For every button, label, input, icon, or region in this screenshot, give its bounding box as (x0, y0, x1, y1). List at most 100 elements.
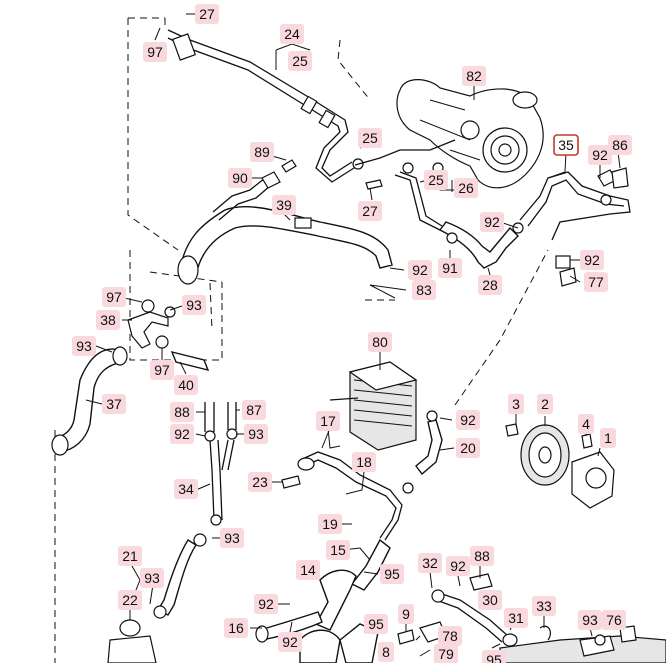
callout-35: 35 (553, 134, 579, 156)
callout-number: 93 (186, 297, 202, 313)
callout-24: 24 (280, 24, 304, 44)
callout-number: 92 (174, 426, 190, 442)
callout-76: 76 (602, 610, 626, 630)
callout-badge (118, 590, 142, 610)
callout-93: 93 (220, 528, 244, 548)
callout-number: 80 (372, 334, 388, 350)
callout-badge (150, 360, 174, 380)
hose-15 (350, 538, 391, 591)
callout-badge (102, 394, 126, 414)
callout-badge (478, 275, 502, 295)
callout-badge (584, 272, 608, 292)
callout-number: 92 (592, 147, 608, 163)
callout-number: 23 (252, 474, 268, 490)
callout-badge (412, 280, 436, 300)
callout-badge (254, 594, 278, 614)
callout-badge (272, 195, 296, 215)
callout-37: 37 (102, 394, 126, 414)
callout-number: 15 (330, 542, 346, 558)
callout-92: 92 (254, 594, 278, 614)
callout-badge (578, 414, 594, 434)
connector-38 (127, 299, 176, 349)
callout-badge (72, 336, 96, 356)
callout-number: 16 (228, 620, 244, 636)
callout-badge (220, 528, 244, 548)
callout-number: 25 (362, 130, 378, 146)
callout-number: 8 (382, 644, 390, 660)
callout-badge (316, 411, 340, 431)
callout-3: 3 (508, 394, 524, 414)
callout-78: 78 (438, 626, 462, 646)
callout-88: 88 (470, 546, 494, 566)
callout-badge (480, 212, 504, 232)
callout-1: 1 (600, 428, 616, 448)
callout-number: 87 (246, 402, 262, 418)
callout-27: 27 (358, 201, 382, 221)
callout-badge (118, 546, 142, 566)
callout-number: 89 (254, 144, 270, 160)
callout-badge (434, 644, 458, 663)
callout-91: 91 (438, 258, 462, 278)
callout-badge (358, 128, 382, 148)
callout-number: 90 (232, 170, 248, 186)
callout-number: 92 (450, 558, 466, 574)
callout-number: 95 (486, 652, 502, 663)
callout-31: 31 (504, 608, 528, 628)
hose-40 (170, 350, 210, 372)
callout-number: 93 (144, 570, 160, 586)
callout-badge (358, 201, 382, 221)
callout-95: 95 (380, 564, 404, 584)
callout-badge (195, 4, 219, 24)
callout-number: 26 (458, 180, 474, 196)
callout-number: 40 (178, 377, 194, 393)
callout-17: 17 (316, 411, 340, 431)
callout-92: 92 (588, 145, 612, 165)
callout-80: 80 (368, 332, 392, 352)
callout-92: 92 (456, 410, 480, 430)
callout-badge (296, 560, 320, 580)
callout-badge (250, 142, 274, 162)
callout-25: 25 (358, 128, 382, 148)
callout-28: 28 (478, 275, 502, 295)
callout-89: 89 (250, 142, 274, 162)
callout-25: 25 (424, 170, 448, 190)
callout-number: 79 (438, 646, 454, 662)
callout-badge (398, 604, 414, 624)
callout-93: 93 (72, 336, 96, 356)
callout-badge (578, 610, 602, 630)
callout-badge (170, 402, 194, 422)
turbocharger (396, 79, 544, 189)
callout-number: 3 (512, 396, 520, 412)
callout-33: 33 (532, 596, 556, 616)
callout-number: 9 (402, 606, 410, 622)
callout-97: 97 (143, 42, 167, 62)
callout-number: 78 (442, 628, 458, 644)
callout-21: 21 (118, 546, 142, 566)
callout-number: 97 (106, 289, 122, 305)
callout-22: 22 (118, 590, 142, 610)
callout-badge (368, 332, 392, 352)
callout-number: 33 (536, 598, 552, 614)
callout-badge (364, 614, 388, 634)
callout-95: 95 (482, 650, 506, 663)
callout-badge (470, 546, 494, 566)
callout-90: 90 (228, 168, 252, 188)
callout-number: 27 (199, 6, 215, 22)
upper-coolant-pipe (167, 29, 364, 183)
callout-number: 95 (384, 566, 400, 582)
callout-badge (553, 134, 579, 156)
hose-39 (177, 159, 393, 285)
pipe-bracket (171, 33, 197, 61)
callout-32: 32 (418, 553, 442, 573)
callout-number: 91 (442, 260, 458, 276)
callout-badge (602, 610, 626, 630)
callout-badge (478, 590, 502, 610)
callout-number: 93 (248, 426, 264, 442)
hose-34 (204, 402, 238, 526)
oil-cooler (329, 361, 418, 451)
callout-badge (408, 260, 432, 280)
callout-number: 20 (460, 440, 476, 456)
callout-20: 20 (456, 438, 480, 458)
callout-badge (278, 632, 302, 652)
callout-number: 77 (588, 274, 604, 290)
